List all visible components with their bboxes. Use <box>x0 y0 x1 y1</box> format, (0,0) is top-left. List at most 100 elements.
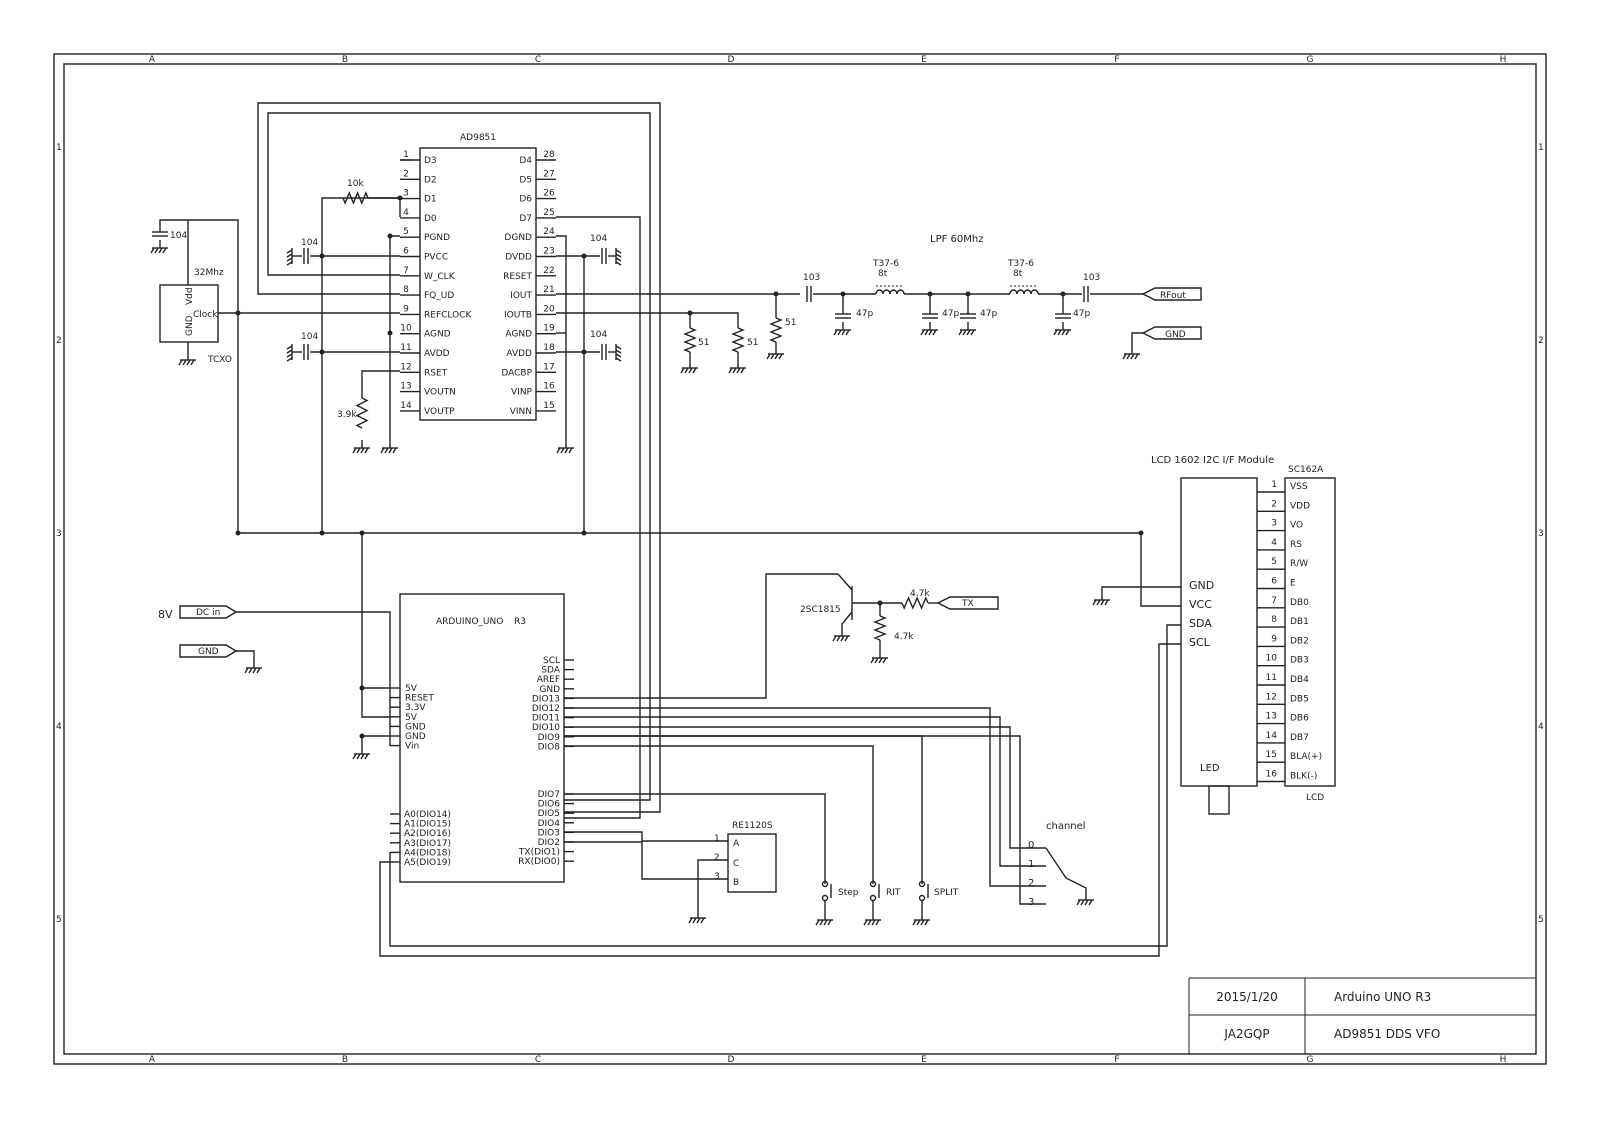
inductor <box>1009 289 1039 295</box>
arduino-pin-name: AREF <box>537 675 560 685</box>
tcxo-freq: 32Mhz <box>194 268 224 278</box>
res-51-c-label: 51 <box>785 318 796 328</box>
arduino-pin-name: DIO5 <box>538 809 560 819</box>
ground-hatch <box>352 753 357 760</box>
grid-col-top: G <box>1307 55 1314 65</box>
arduino-pin-name: A3(DIO17) <box>404 839 451 849</box>
wire <box>236 650 255 660</box>
arduino-pin-name: 3.3V <box>405 703 426 713</box>
lcd-pin-name: DB1 <box>1290 617 1309 627</box>
grid-col-bottom: G <box>1307 1055 1314 1065</box>
arduino-pin-name: DIO10 <box>532 723 560 733</box>
ad9851-pin-name: AGND <box>505 330 532 340</box>
ad9851-pin-num: 24 <box>543 227 555 237</box>
ad9851-pin-num: 12 <box>400 362 411 372</box>
net-flags: RFout GND DC in GND TX <box>179 287 1202 658</box>
ground-hatch <box>1061 329 1066 336</box>
wire <box>1101 586 1181 592</box>
ground-symbol <box>870 650 888 664</box>
wire <box>564 716 1046 867</box>
lcd-pin-name: DB4 <box>1290 675 1309 685</box>
inductor <box>875 289 905 295</box>
ground-symbol <box>728 360 746 374</box>
coil-b-type: T37-6 <box>1007 259 1034 269</box>
junction <box>927 291 933 297</box>
ad9851-pin-name: D7 <box>519 214 532 224</box>
capacitor <box>960 313 976 319</box>
grid-col-top: A <box>149 55 156 65</box>
tcxo: Vdd GND Clock 32Mhz TCXO <box>159 268 232 365</box>
junction <box>319 530 325 536</box>
title-date: 2015/1/20 <box>1216 990 1278 1004</box>
lcd-pin-num: 2 <box>1271 499 1277 509</box>
arduino-pin-name: DIO6 <box>538 800 561 810</box>
encoder-pin-b: B <box>733 878 739 888</box>
lcd-module-pin-scl: SCL <box>1189 636 1211 649</box>
ground-hatch <box>154 247 159 254</box>
grid-col-bottom: A <box>149 1055 156 1065</box>
grid-col-top: D <box>728 55 735 65</box>
switch-rit-label: RIT <box>886 888 901 898</box>
ad9851-pin-num: 23 <box>543 247 554 257</box>
switch-contact <box>918 894 926 902</box>
resistor <box>683 327 697 353</box>
ground-symbol <box>244 660 262 674</box>
title-project: AD9851 DDS VFO <box>1334 1027 1440 1041</box>
ground-hatch <box>190 359 195 366</box>
channel-pos-1: 1 <box>1028 859 1034 870</box>
junction <box>840 291 846 297</box>
ad9851-pin-num: 3 <box>403 189 409 199</box>
tcxo-clock: Clock <box>193 310 218 320</box>
ad9851-pin-name: DGND <box>504 233 532 243</box>
wire <box>564 726 1046 849</box>
arduino-title: ARDUINO_UNO <box>436 617 503 627</box>
ground-hatch <box>928 329 933 336</box>
ground-hatch <box>874 657 879 664</box>
ground-hatch <box>162 247 167 254</box>
wire <box>837 573 853 591</box>
ground-hatch <box>388 447 393 454</box>
ad9851-pin-num: 28 <box>543 150 555 160</box>
lcd-pin-name: DB3 <box>1290 656 1309 666</box>
ad9851-pin-name: IOUT <box>510 291 532 301</box>
capacitor <box>303 248 309 264</box>
resistor <box>901 596 929 610</box>
grid-row-right: 1 <box>1538 143 1544 153</box>
ground-hatch <box>740 367 745 374</box>
ground-hatch <box>150 247 155 254</box>
grid-row-right: 2 <box>1538 336 1544 346</box>
lcd-pin-name: DB7 <box>1290 733 1309 743</box>
ground-hatch <box>560 447 565 454</box>
channel-pos-3: 3 <box>1028 897 1034 908</box>
ground-hatch <box>871 919 876 926</box>
component-labels: 104 104 104 104 104 10k 3.9k 51 51 51 10… <box>158 179 1100 908</box>
channel-pos-0: 0 <box>1028 840 1034 851</box>
ground-hatch <box>564 447 569 454</box>
ground-hatch <box>845 329 850 336</box>
ground-hatch <box>248 667 253 674</box>
ground-symbol <box>352 440 370 454</box>
wire <box>361 688 390 718</box>
ground-symbol <box>178 352 196 366</box>
ground-hatch <box>924 329 929 336</box>
ground-hatch <box>878 657 883 664</box>
lcd-pin-num: 15 <box>1266 750 1277 760</box>
ground-hatch <box>766 353 771 360</box>
arduino-pin-name: A0(DIO14) <box>404 810 451 820</box>
wire <box>564 573 838 699</box>
resistor <box>873 615 887 641</box>
ground-hatch <box>840 635 845 642</box>
ground-hatch <box>1126 353 1131 360</box>
ground-hatch <box>356 753 361 760</box>
arduino-pin-name: DIO11 <box>532 714 560 724</box>
inner-border <box>63 63 1537 1055</box>
tcxo-label: TCXO <box>207 355 232 365</box>
ad9851-pin-num: 1 <box>403 150 409 160</box>
grid-row-left: 3 <box>56 529 62 539</box>
cap-47p-d-label: 47p <box>1073 309 1090 319</box>
res-10k-label: 10k <box>347 179 364 189</box>
ground-hatch <box>186 359 191 366</box>
ad9851-pin-name: D4 <box>519 156 532 166</box>
ad9851-chip: AD9851 1D32D23D14D05PGND6PVCC7W_CLK8FQ_U… <box>400 133 556 421</box>
